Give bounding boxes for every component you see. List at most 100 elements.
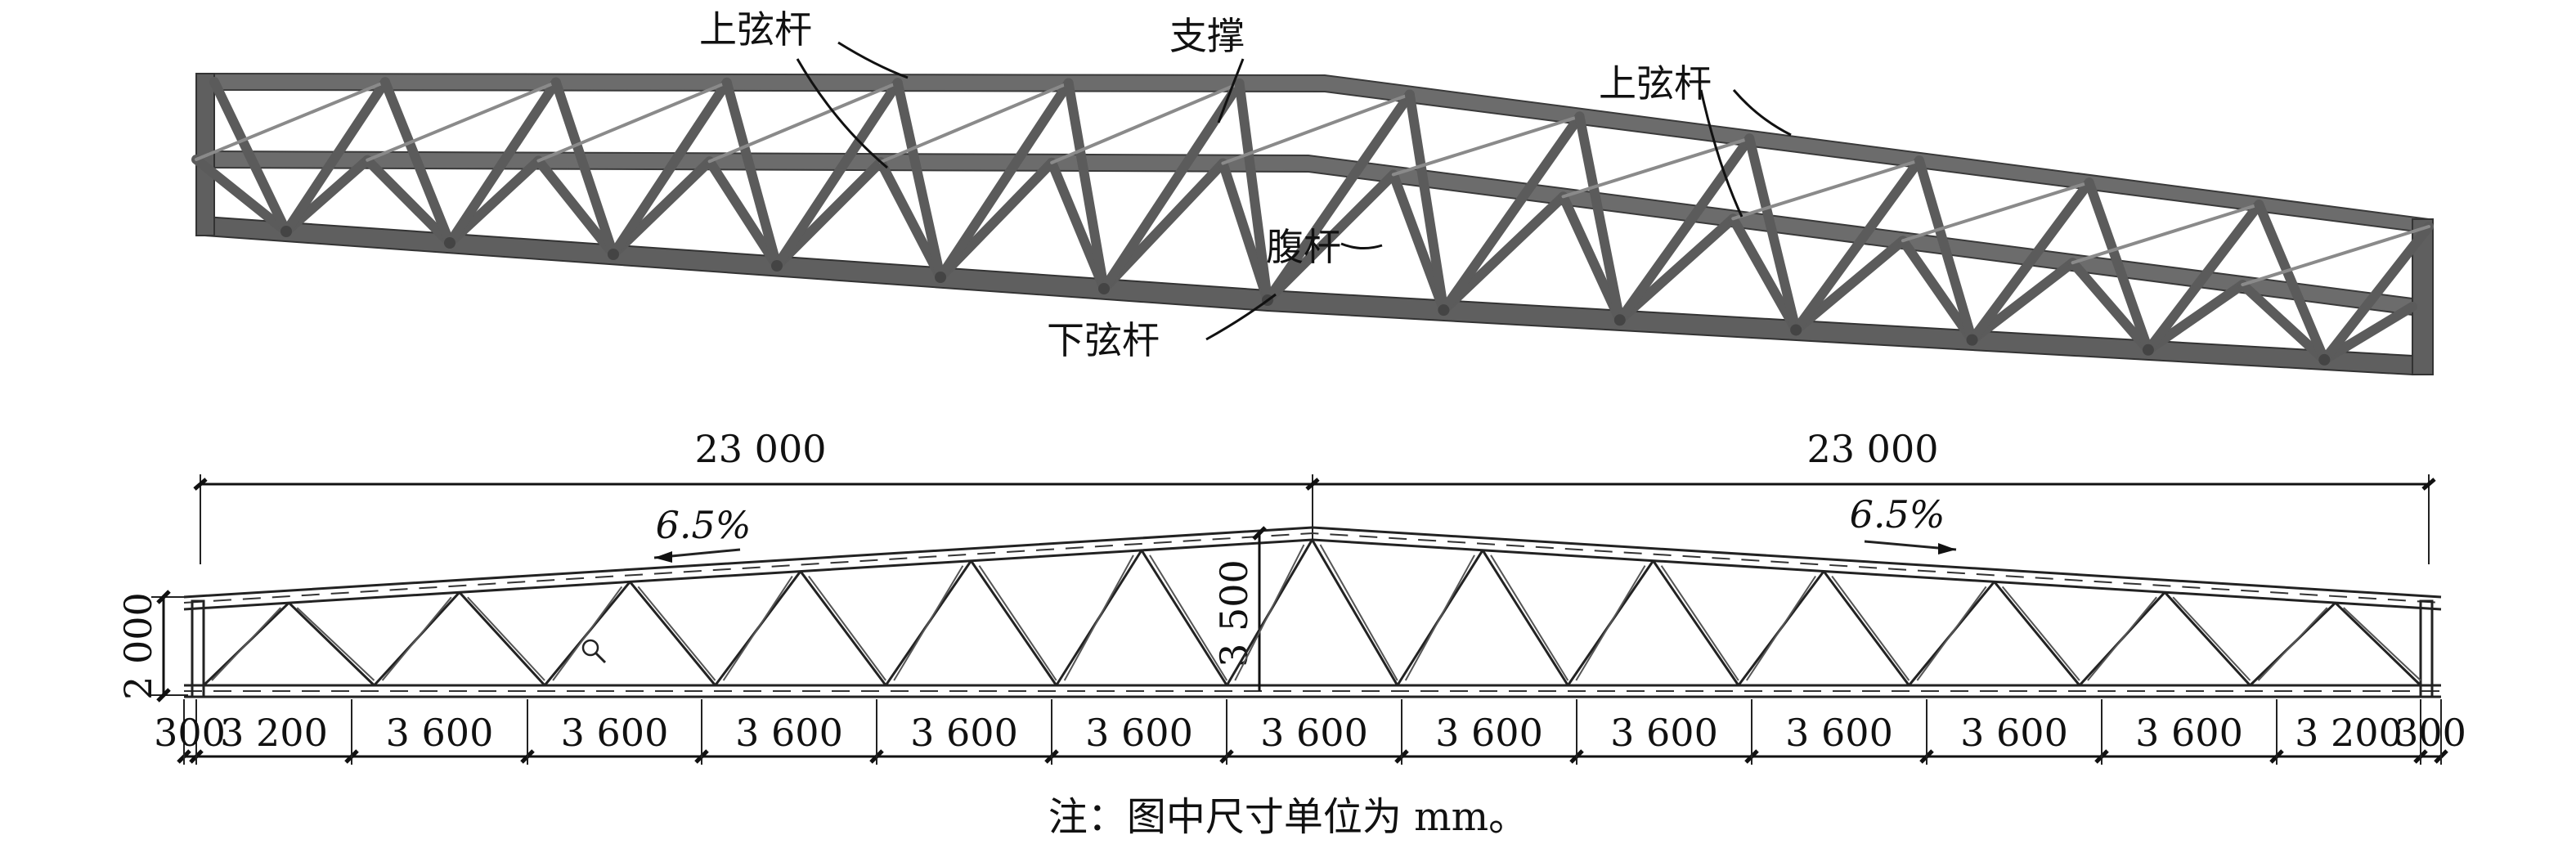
elev-top-chord-lower — [183, 538, 2442, 611]
elev-web-diagonal — [1481, 550, 1569, 686]
elev-web-diagonal-inner — [381, 596, 452, 681]
iso-web-diagonal — [379, 77, 455, 248]
iso-web-diagonal — [1558, 191, 1625, 325]
elev-web-diagonal — [1140, 550, 1228, 686]
elev-web-diagonal-inner — [1490, 554, 1569, 681]
height-dim-end: 2 000 — [116, 592, 160, 700]
elev-web-diagonal-inner — [1746, 575, 1816, 681]
iso-web-diagonal — [1728, 213, 1802, 335]
elev-top-chord-centerline — [183, 532, 2442, 604]
elev-web-diagonal-inner — [552, 586, 623, 681]
elev-web-diagonal-inner — [1319, 544, 1398, 681]
iso-bottom-node — [2142, 343, 2154, 356]
iso-top-bracing — [536, 80, 729, 163]
elev-web-diagonal-inner — [467, 596, 545, 681]
units-note: 注：图中尺寸单位为 mm。 — [1048, 794, 1528, 840]
magnifier-icon — [581, 639, 607, 664]
iso-top-bracing — [1391, 114, 1582, 177]
leader-top-chord-left-1 — [837, 41, 909, 79]
iso-bottom-node — [1966, 334, 1978, 346]
elev-web-diagonal-inner — [1404, 554, 1475, 681]
iso-web-diagonal — [1791, 155, 1924, 335]
iso-web-diagonal — [1614, 133, 1755, 325]
elev-web-diagonal-inner — [2343, 607, 2421, 681]
iso-web-diagonal — [1438, 191, 1568, 316]
iso-web-diagonal — [550, 77, 618, 259]
elev-web-diagonal-inner — [1660, 565, 1739, 681]
callout-top-chord-right: 上弦杆 — [1599, 61, 1712, 106]
iso-web-diagonal — [1263, 89, 1415, 305]
elev-web-diagonal — [2334, 601, 2422, 687]
iso-callout-leaders — [796, 41, 1792, 341]
iso-web-diagonal — [1744, 133, 1802, 335]
elev-web-diagonal — [458, 591, 546, 687]
elev-top-chord-upper — [183, 526, 2442, 599]
iso-top-bracing — [1221, 92, 1411, 165]
elev-web-diagonal-inner — [1149, 554, 1228, 681]
leader-top-chord-left-2 — [796, 58, 888, 169]
span-dim-left: 23 000 — [695, 427, 827, 471]
panel-dim-ticks — [177, 699, 2448, 765]
panel-dim-label: 300 — [154, 711, 226, 755]
iso-web-diagonal — [1047, 157, 1109, 294]
iso-bottom-node — [771, 260, 783, 272]
iso-web-diagonal — [362, 155, 455, 248]
iso-web-diagonal — [1263, 169, 1398, 305]
iso-top-bracing — [2071, 203, 2261, 265]
elev-web-diagonal — [799, 570, 887, 686]
panel-dim-label: 3 600 — [561, 711, 669, 755]
iso-web-diagonal — [2319, 302, 2417, 365]
iso-web-diagonal — [772, 78, 903, 271]
iso-top-bracing — [707, 81, 900, 164]
iso-bottom-node — [280, 226, 292, 237]
span-tick-mid — [1305, 478, 1320, 491]
elev-web-diagonal — [288, 602, 375, 687]
iso-bottom-node — [444, 237, 456, 249]
iso-bottom-node — [1438, 304, 1450, 317]
right-end-post — [2412, 218, 2434, 375]
iso-bottom-node — [935, 272, 946, 283]
elev-web-diagonal — [629, 581, 716, 686]
elev-web-diagonal — [1822, 570, 1910, 686]
panel-dim-label: 3 600 — [1960, 711, 2068, 755]
iso-web-diagonal — [1404, 89, 1449, 316]
elev-web-diagonal — [1311, 539, 1399, 686]
iso-web-diagonal — [209, 77, 291, 236]
iso-web-diagonal — [1438, 111, 1585, 316]
iso-top-bracing — [195, 80, 387, 161]
iso-web-diagonal — [1574, 111, 1625, 325]
elevation-view: 23 000 23 000 6.5% 6.5% 3 500 2 000 — [116, 427, 2466, 765]
iso-truss-view — [191, 72, 2434, 376]
elevation-web-members — [202, 539, 2422, 687]
elev-web-diagonal — [1993, 581, 2081, 686]
iso-web-diagonal — [281, 77, 390, 236]
iso-web-diagonal — [1614, 213, 1739, 325]
iso-web-diagonal — [1063, 78, 1109, 294]
elev-web-diagonal-inner — [296, 607, 375, 681]
iso-web-diagonal — [1791, 236, 1908, 335]
elev-web-diagonal-inner — [978, 565, 1057, 681]
iso-web-diagonal — [191, 155, 291, 236]
end-height-tick-top — [156, 590, 171, 604]
iso-web-diagonal — [2319, 222, 2434, 365]
elev-web-diagonal — [1652, 559, 1740, 686]
iso-callouts: 上弦杆 支撑 上弦杆 腹杆 下弦杆 — [699, 7, 1712, 362]
panel-dim-label: 3 600 — [910, 711, 1018, 755]
iso-web-diagonal — [1897, 236, 1977, 345]
elev-end-post-right — [2419, 599, 2434, 698]
callout-bottom-chord: 下弦杆 — [1047, 318, 1160, 362]
iso-bottom-node — [1613, 314, 1626, 326]
span-dim-right: 23 000 — [1807, 427, 1939, 471]
elev-web-diagonal-inner — [1831, 575, 1910, 681]
iso-web-diagonal — [1234, 78, 1272, 305]
panel-dim-label: 300 — [2394, 711, 2466, 755]
iso-web-diagonal — [936, 78, 1074, 282]
elev-end-post-left — [191, 599, 205, 698]
iso-web-diagonal — [1099, 78, 1245, 294]
callout-web-member: 腹杆 — [1266, 225, 1341, 269]
iso-web-members — [191, 77, 2434, 366]
elev-web-diagonal-inner — [1575, 565, 1646, 681]
panel-dim-label: 3 600 — [386, 711, 494, 755]
panel-dim-label: 3 600 — [1260, 711, 1368, 755]
